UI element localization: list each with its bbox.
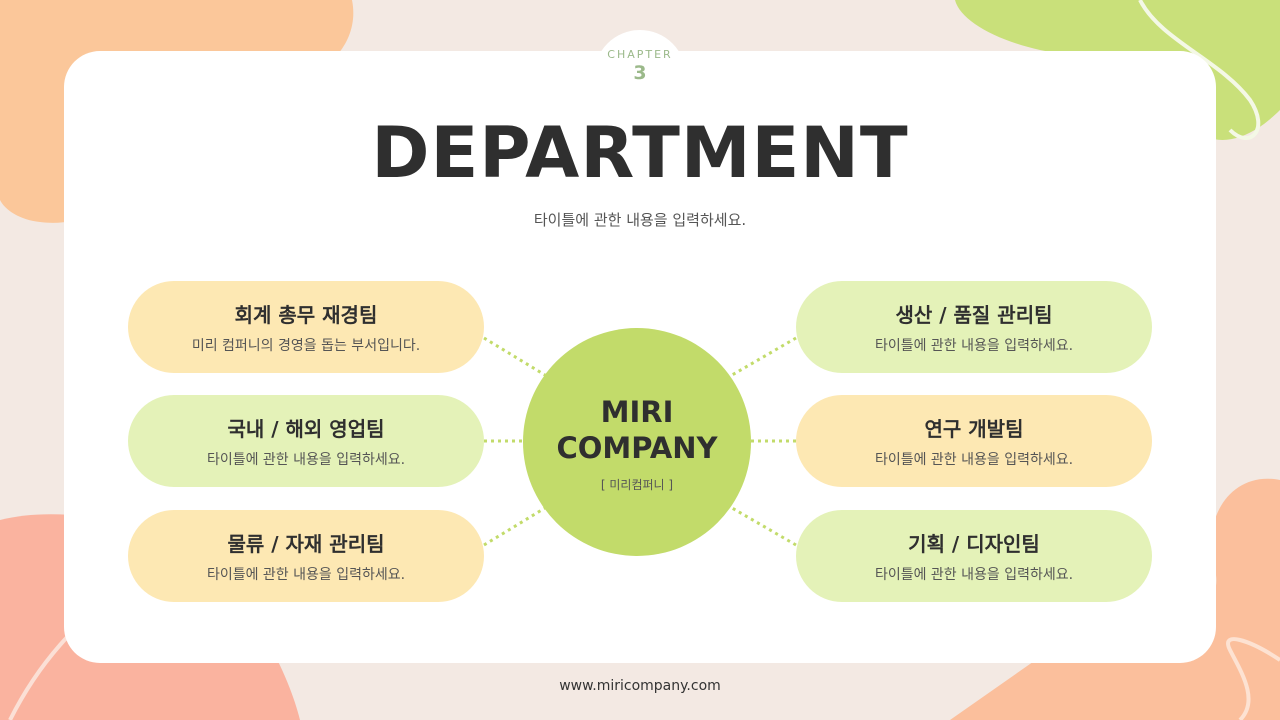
dept-desc: 미리 컴퍼니의 경영을 돕는 부서입니다. <box>191 338 421 354</box>
dept-logistics-pill: 물류 / 자재 관리팀 타이틀에 관한 내용을 입력하세요. <box>128 510 484 602</box>
page-title: DEPARTMENT <box>371 112 909 194</box>
dept-desc: 타이틀에 관한 내용을 입력하세요. <box>874 452 1074 468</box>
dept-name: 기획 / 디자인팀 <box>908 532 1040 556</box>
dept-name: 연구 개발팀 <box>924 417 1024 441</box>
dept-desc: 타이틀에 관한 내용을 입력하세요. <box>874 338 1074 354</box>
chapter-badge: CHAPTER 3 <box>594 30 686 122</box>
dept-name: 회계 총무 재경팀 <box>234 303 378 327</box>
dept-sales-pill: 국내 / 해외 영업팀 타이틀에 관한 내용을 입력하세요. <box>128 395 484 487</box>
dept-name: 국내 / 해외 영업팀 <box>227 417 385 441</box>
company-name-line1: MIRI <box>600 395 674 429</box>
dept-rnd-pill: 연구 개발팀 타이틀에 관한 내용을 입력하세요. <box>796 395 1152 487</box>
dept-desc: 타이틀에 관한 내용을 입력하세요. <box>206 452 406 468</box>
page-subtitle: 타이틀에 관한 내용을 입력하세요. <box>533 211 747 229</box>
dept-production-pill: 생산 / 품질 관리팀 타이틀에 관한 내용을 입력하세요. <box>796 281 1152 373</box>
dept-desc: 타이틀에 관한 내용을 입력하세요. <box>206 567 406 583</box>
dept-design-pill: 기획 / 디자인팀 타이틀에 관한 내용을 입력하세요. <box>796 510 1152 602</box>
company-korean-name: [ 미리컴퍼니 ] <box>600 478 674 492</box>
chapter-number: 3 <box>633 62 647 84</box>
footer-url: www.miricompany.com <box>559 678 721 694</box>
chapter-label: CHAPTER <box>607 48 673 61</box>
dept-desc: 타이틀에 관한 내용을 입력하세요. <box>874 567 1074 583</box>
company-name-line2: COMPANY <box>556 431 718 465</box>
dept-name: 생산 / 품질 관리팀 <box>895 303 1053 327</box>
dept-name: 물류 / 자재 관리팀 <box>227 532 385 556</box>
dept-accounting-pill: 회계 총무 재경팀 미리 컴퍼니의 경영을 돕는 부서입니다. <box>128 281 484 373</box>
company-center-circle: MIRI COMPANY [ 미리컴퍼니 ] <box>523 328 751 556</box>
